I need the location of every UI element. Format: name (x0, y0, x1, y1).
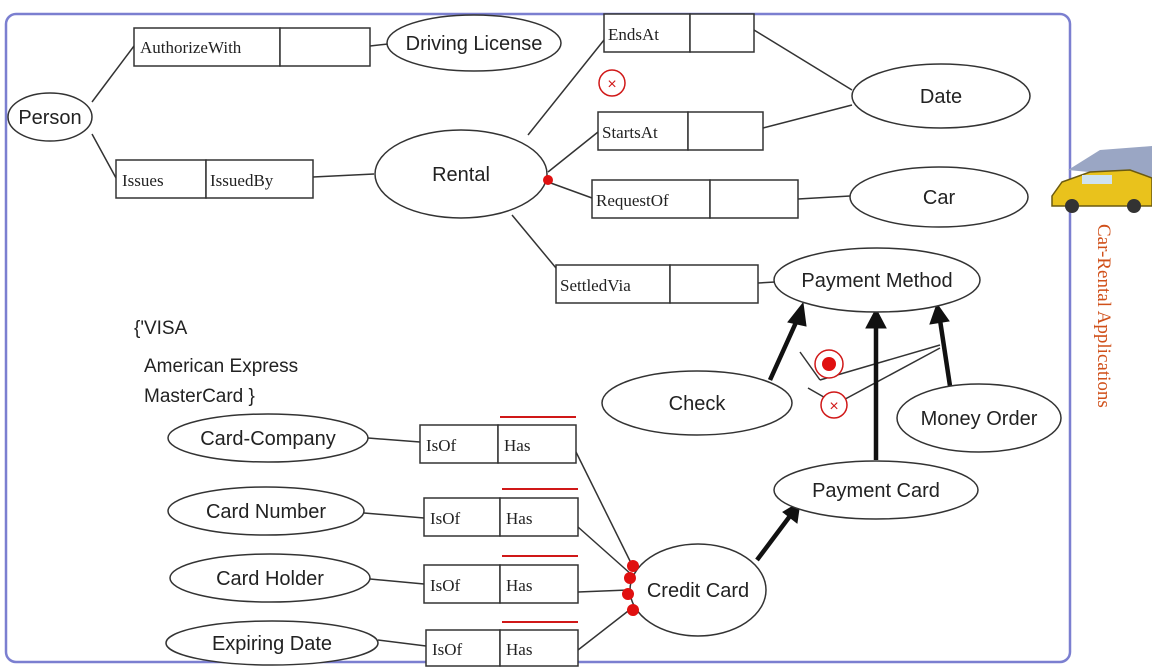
car-clipart-icon (1051, 146, 1152, 213)
exclusion-icon: × (598, 69, 626, 97)
mandatory-dot-icon (627, 604, 639, 616)
fact-ends-at: EndsAt (603, 13, 755, 53)
svg-text:Check: Check (669, 393, 727, 415)
entity-expiring-date: Expiring Date (165, 620, 379, 666)
svg-text:Has: Has (506, 509, 532, 528)
entity-driving-license: Driving License (386, 14, 562, 72)
value-constraint-note: {'VISA American Express MasterCard } (134, 318, 298, 407)
entity-person: Person (7, 92, 93, 142)
svg-text:Expiring Date: Expiring Date (212, 633, 332, 655)
svg-text:Issues: Issues (122, 171, 164, 190)
svg-text:Rental: Rental (432, 164, 490, 186)
entity-money-order: Money Order (896, 383, 1062, 453)
constraint-symbols: × × (598, 69, 848, 419)
fact-card-holder-has: IsOf Has (423, 564, 579, 604)
svg-text:Card Holder: Card Holder (216, 568, 324, 590)
svg-text:Card-Company: Card-Company (200, 428, 336, 450)
svg-text:IsOf: IsOf (432, 640, 463, 659)
svg-text:Has: Has (504, 436, 530, 455)
svg-text:RequestOf: RequestOf (596, 191, 669, 210)
entity-credit-card: Credit Card (629, 543, 767, 637)
svg-text:IsOf: IsOf (426, 436, 457, 455)
subtype-arrows (755, 301, 953, 562)
svg-text:MasterCard }: MasterCard } (144, 386, 255, 407)
svg-text:EndsAt: EndsAt (608, 25, 659, 44)
fact-types: AuthorizeWith Issues IssuedBy EndsAt Sta… (115, 13, 799, 667)
entity-payment-method: Payment Method (773, 247, 981, 313)
svg-text:SettledVia: SettledVia (560, 276, 631, 295)
fact-settled-via: SettledVia (555, 264, 759, 304)
svg-text:Payment Card: Payment Card (812, 480, 940, 502)
entity-card-company: Card-Company (167, 413, 369, 463)
uniqueness-constraints (500, 416, 578, 623)
exclusion-icon: × (820, 391, 848, 419)
entity-card-holder: Card Holder (169, 553, 371, 603)
svg-text:Has: Has (506, 576, 532, 595)
svg-text:Person: Person (18, 107, 81, 129)
mandatory-dots (543, 175, 639, 616)
svg-text:Payment Method: Payment Method (801, 270, 952, 292)
svg-text:IssuedBy: IssuedBy (210, 171, 274, 190)
fact-card-company-has: IsOf Has (419, 424, 577, 464)
svg-text:×: × (607, 76, 616, 93)
svg-text:IsOf: IsOf (430, 576, 461, 595)
svg-text:{'VISA: {'VISA (134, 318, 188, 339)
entity-types: Person Driving License Rental Date Car P… (7, 14, 1062, 666)
svg-text:Card Number: Card Number (206, 501, 326, 523)
fact-request-of: RequestOf (591, 179, 799, 219)
connector-lines (91, 29, 941, 651)
entity-rental: Rental (374, 129, 548, 219)
svg-text:Credit Card: Credit Card (647, 580, 749, 602)
entity-payment-card: Payment Card (773, 460, 979, 520)
svg-text:Date: Date (920, 86, 962, 108)
entity-card-number: Card Number (167, 486, 365, 536)
entity-date: Date (851, 63, 1031, 129)
svg-text:Money Order: Money Order (921, 408, 1038, 430)
fact-starts-at: StartsAt (597, 111, 764, 151)
mandatory-dot-icon (627, 560, 639, 572)
fact-issues-issued-by: Issues IssuedBy (115, 159, 314, 199)
svg-text:StartsAt: StartsAt (602, 123, 658, 142)
fact-card-number-has: IsOf Has (423, 497, 579, 537)
mandatory-dot-icon (543, 175, 553, 185)
svg-text:Has: Has (506, 640, 532, 659)
svg-text:Driving License: Driving License (406, 33, 543, 55)
entity-check: Check (601, 370, 793, 436)
fact-expiring-date-has: IsOf Has (425, 629, 579, 667)
svg-text:AuthorizeWith: AuthorizeWith (140, 38, 242, 57)
svg-text:×: × (829, 398, 838, 415)
svg-text:American Express: American Express (144, 356, 298, 377)
svg-text:IsOf: IsOf (430, 509, 461, 528)
mandatory-dot-icon (814, 349, 844, 379)
svg-text:Car: Car (923, 187, 956, 209)
mandatory-dot-icon (624, 572, 636, 584)
side-title: Car-Rental Applications (1093, 224, 1114, 408)
mandatory-dot-icon (622, 588, 634, 600)
fact-authorize-with: AuthorizeWith (133, 27, 371, 67)
entity-car: Car (849, 166, 1029, 228)
